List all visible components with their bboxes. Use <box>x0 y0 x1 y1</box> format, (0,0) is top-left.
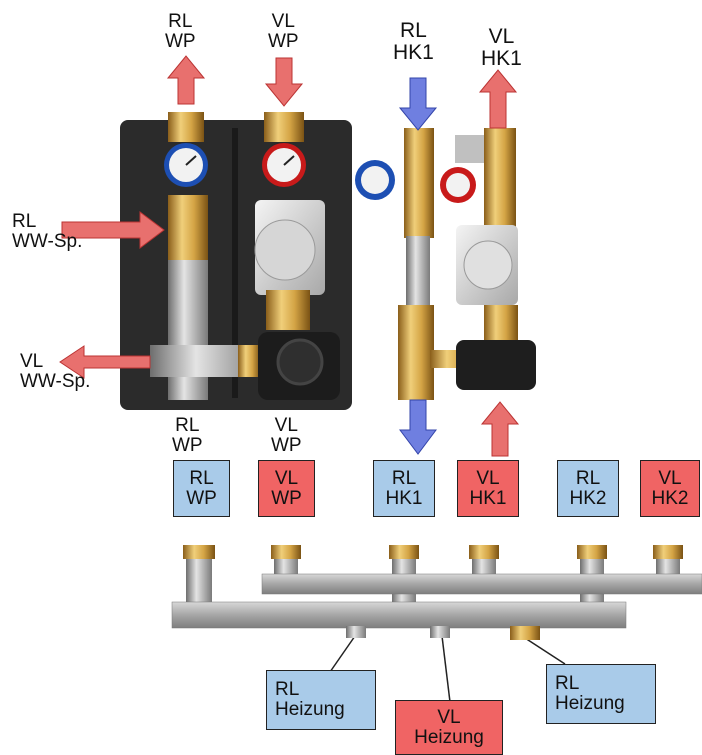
right-pump-module <box>355 70 536 456</box>
arrow-vl-wp-down-icon <box>266 58 302 106</box>
return-steel-section <box>406 236 430 308</box>
mixer-body <box>168 195 208 265</box>
return-pipe-hk1 <box>404 128 434 238</box>
flow-pipe-wp <box>264 112 304 142</box>
return-pipe-wp <box>168 112 204 142</box>
valve-actuator-right <box>456 340 536 390</box>
return-steel-pipe <box>168 260 208 400</box>
flow-header-bar <box>262 574 702 594</box>
arrow-vl-hk1-up-icon <box>480 70 516 128</box>
arrow-rl-wp-up-icon <box>168 56 204 104</box>
flow-pipe-hk1 <box>484 128 516 238</box>
return-header-bar <box>172 602 626 628</box>
pump-lower-pipe <box>266 290 310 330</box>
pump-lower-right <box>484 305 518 345</box>
brass-nut-left <box>238 345 260 377</box>
mixer-brass-body <box>398 305 434 400</box>
arrow-rl-hk1-down-icon <box>400 78 436 130</box>
arrow-vl-hk1-bottom-icon <box>482 402 518 456</box>
arrow-rl-hk1-bottom-icon <box>400 400 436 454</box>
left-pump-module <box>60 56 352 410</box>
